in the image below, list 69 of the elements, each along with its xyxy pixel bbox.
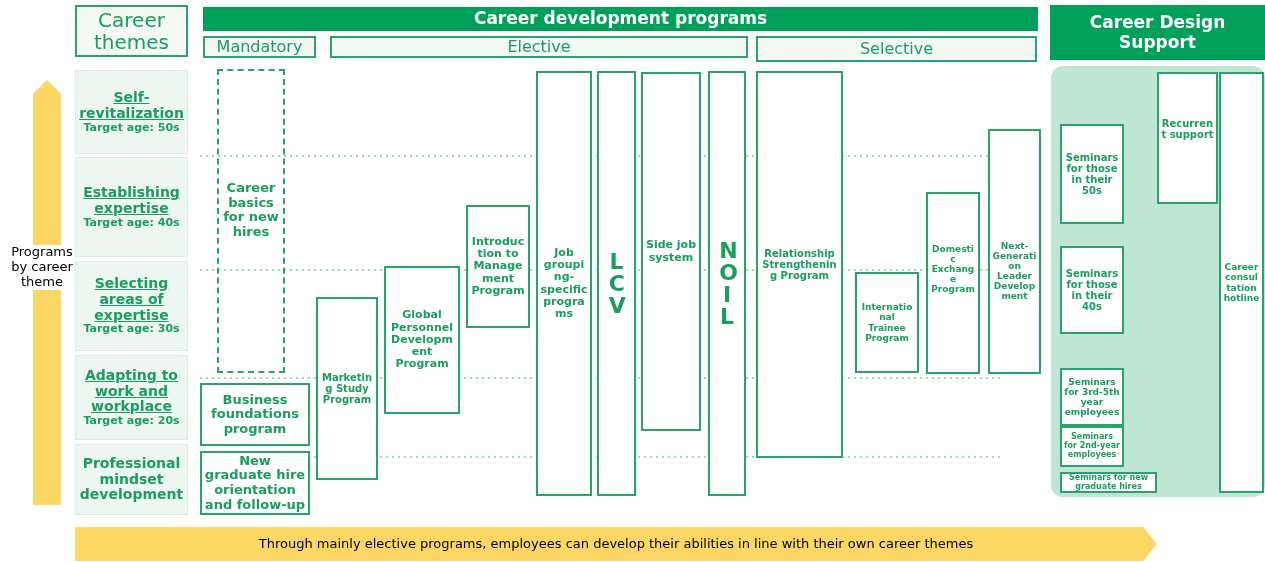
heading: Selective [859, 40, 934, 58]
program-box [384, 266, 460, 414]
program-name: Seminars for 2nd-year employees [1064, 433, 1120, 460]
program-name: NOIL [719, 239, 735, 328]
program-box [855, 272, 919, 373]
header-bar [1050, 5, 1265, 60]
target-age: Target age: 30s [83, 323, 180, 336]
theme-box [75, 355, 188, 440]
theme-box [75, 157, 188, 257]
target-age: Target age: 40s [83, 216, 180, 229]
program-box [200, 383, 310, 446]
program-box [466, 205, 530, 328]
program-name: Domestic Exchange Program [930, 244, 976, 295]
theme-link: Selecting areas of expertise [93, 276, 170, 324]
program-name: LCV [608, 250, 625, 317]
program-name: Seminars for those in their 50s [1064, 151, 1120, 197]
theme-box [75, 261, 188, 351]
program-box [641, 72, 701, 431]
program-name: Career consultation hotline [1223, 262, 1260, 303]
program-name: International Trainee Program [860, 302, 914, 343]
target-age: Target age: 20s [83, 414, 180, 428]
heading: Elective [507, 38, 571, 56]
banner-text: Through mainly elective programs, employees can develop their abilities in line with their own career themes [258, 536, 974, 552]
program-name: Introduction to Management Program [470, 235, 526, 298]
header-box [756, 36, 1037, 62]
program-box [756, 71, 843, 458]
program-box [708, 71, 746, 496]
program-name: Business foundations program [210, 392, 300, 437]
theme-box [75, 444, 188, 515]
program-name: Global Personnel Development Program [390, 309, 454, 371]
program-name: New graduate hire orientation and follow-up [204, 453, 306, 513]
program-box [926, 192, 980, 374]
heading: Mandatory [216, 38, 303, 56]
theme-link: Self-revitalization [78, 90, 185, 122]
program-name: Side job system [645, 239, 697, 264]
program-box [1060, 472, 1157, 493]
program-box [536, 71, 592, 496]
theme-link: Establishing expertise [82, 185, 181, 217]
support-panel [1051, 66, 1265, 497]
theme-box [75, 70, 188, 154]
theme-name: Professional mindset development [78, 456, 185, 503]
program-box [988, 129, 1041, 374]
program-box [1157, 72, 1218, 204]
program-name: Recurrent support [1161, 118, 1214, 141]
program-name: Seminars for 3rd-5th year employees [1064, 376, 1120, 418]
program-name: Seminars for new graduate hires [1067, 473, 1150, 492]
program-box [597, 71, 636, 496]
program-name: Relationship Strengthening Program [761, 248, 838, 282]
heading: Career themes [93, 8, 170, 54]
program-box [1060, 124, 1124, 224]
heading: Career Design Support [1088, 13, 1227, 52]
program-name: Marketing Study Program [320, 371, 374, 406]
program-box [1219, 72, 1264, 493]
heading: Career development programs [473, 9, 768, 29]
program-box [1060, 426, 1124, 467]
header-box [330, 36, 748, 58]
program-box [217, 69, 285, 373]
program-name: Career basics for new hires [223, 181, 279, 240]
theme-link: Adapting to work and workplace [84, 367, 179, 415]
target-age: Target age: 50s [83, 121, 180, 134]
program-name: Next-Generation Leader Development [992, 241, 1037, 302]
program-box [1060, 368, 1124, 426]
header-box [203, 36, 316, 58]
header-box [75, 5, 188, 57]
header-bar [203, 7, 1038, 31]
program-box [316, 297, 378, 480]
program-name: Job grouping-specific programs [540, 246, 588, 321]
program-name: Seminars for those in their 40s [1064, 267, 1120, 313]
program-box [1060, 246, 1124, 334]
